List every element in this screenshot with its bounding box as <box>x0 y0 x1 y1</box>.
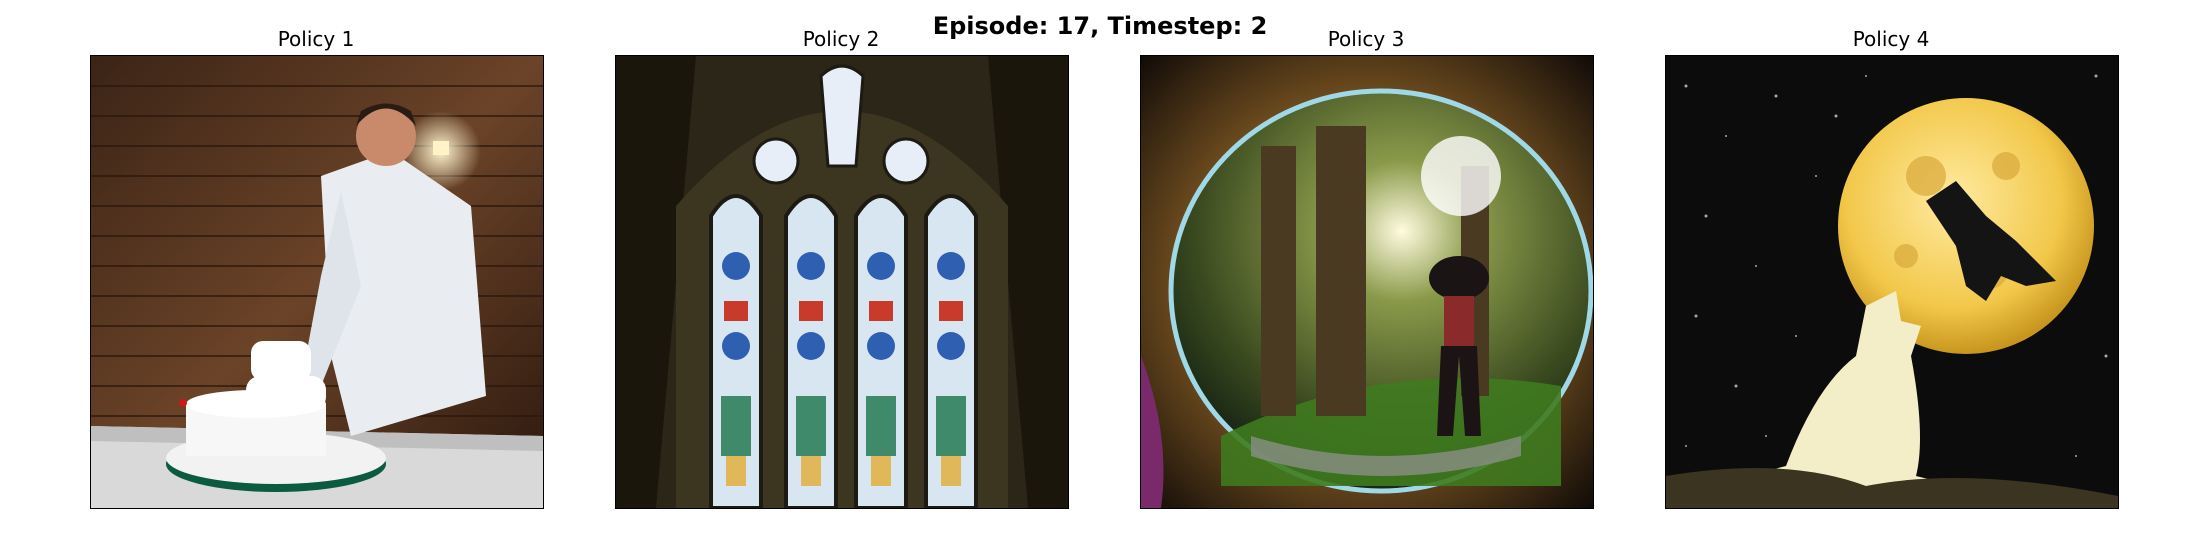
chef-cake-image <box>91 56 543 508</box>
panel-image-policy-4 <box>1665 55 2119 509</box>
panel-title-policy-1: Policy 1 <box>277 27 355 51</box>
panel-title-policy-4: Policy 4 <box>1852 27 1930 51</box>
panel-image-policy-1 <box>90 55 544 509</box>
figure-suptitle: Episode: 17, Timestep: 2 <box>932 12 1268 40</box>
panel-image-policy-3 <box>1140 55 1594 509</box>
wolf-moon-image <box>1666 56 2118 508</box>
panel-image-policy-2 <box>615 55 1069 509</box>
panel-title-policy-2: Policy 2 <box>802 27 880 51</box>
panel-title-policy-3: Policy 3 <box>1327 27 1405 51</box>
fisheye-forest-image <box>1141 56 1593 508</box>
stained-glass-image <box>616 56 1068 508</box>
